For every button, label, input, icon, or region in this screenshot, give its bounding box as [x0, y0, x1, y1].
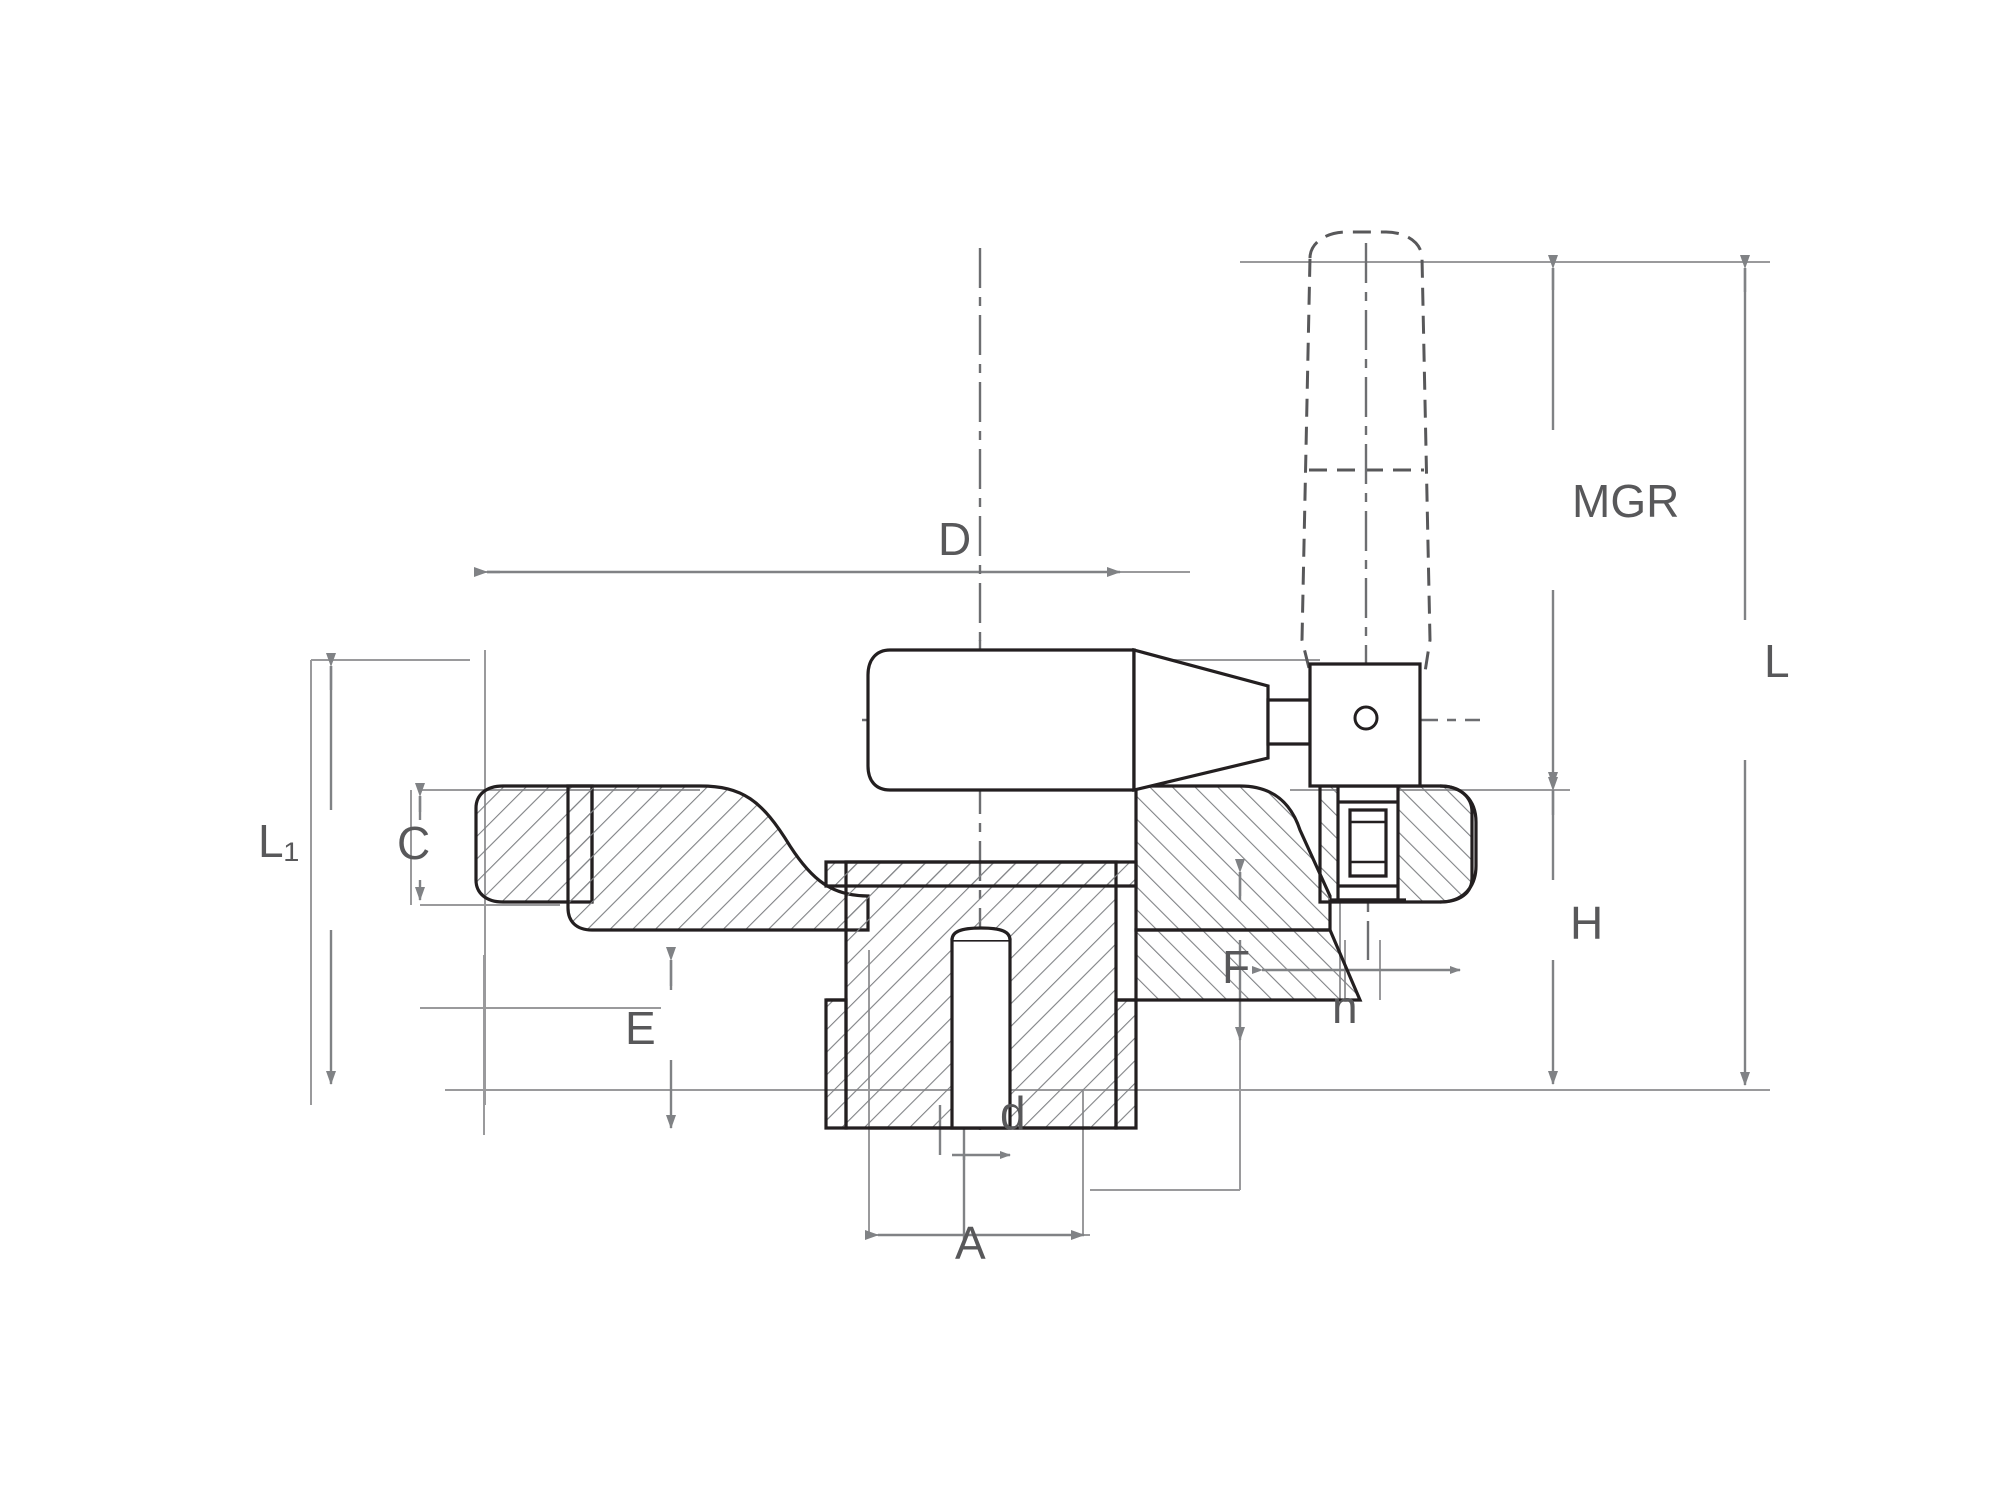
hub-flange [824, 860, 1138, 888]
dimension-label-F: F [1222, 941, 1251, 993]
wheel-spoke-right-lower [1134, 928, 1363, 1002]
wheel-spoke-left [566, 784, 870, 932]
hub-step-left [824, 998, 848, 1130]
internal-detail-lines [950, 820, 1386, 1128]
dimension-label-L1: L₁ [258, 815, 300, 867]
hub-step-right [1114, 998, 1138, 1130]
dimension-label-H: H [1570, 897, 1604, 949]
dimension-label-A: A [955, 1217, 986, 1269]
revolving-handle-grip [866, 648, 1136, 792]
dimension-label-E: E [625, 1002, 656, 1054]
rim-right-outer-arc [1439, 784, 1478, 904]
lever-pivot-hole [1353, 705, 1379, 731]
wheel-spoke-right [1134, 784, 1332, 932]
dimension-label-n: n [1332, 981, 1358, 1033]
dimension-label-d: d [1000, 1087, 1026, 1139]
dimension-label-MGR: MGR [1572, 475, 1680, 527]
dimension-label-D: D [938, 513, 972, 565]
wheel-rim-left [474, 784, 594, 904]
revolving-handle-taper [1132, 647, 1270, 793]
dimension-label-C: C [397, 817, 431, 869]
handwheel-assembly [474, 647, 1478, 1130]
clamp-bore-inner [1348, 808, 1388, 878]
dimension-label-L: L [1764, 635, 1790, 687]
handle-shank [1266, 698, 1312, 746]
